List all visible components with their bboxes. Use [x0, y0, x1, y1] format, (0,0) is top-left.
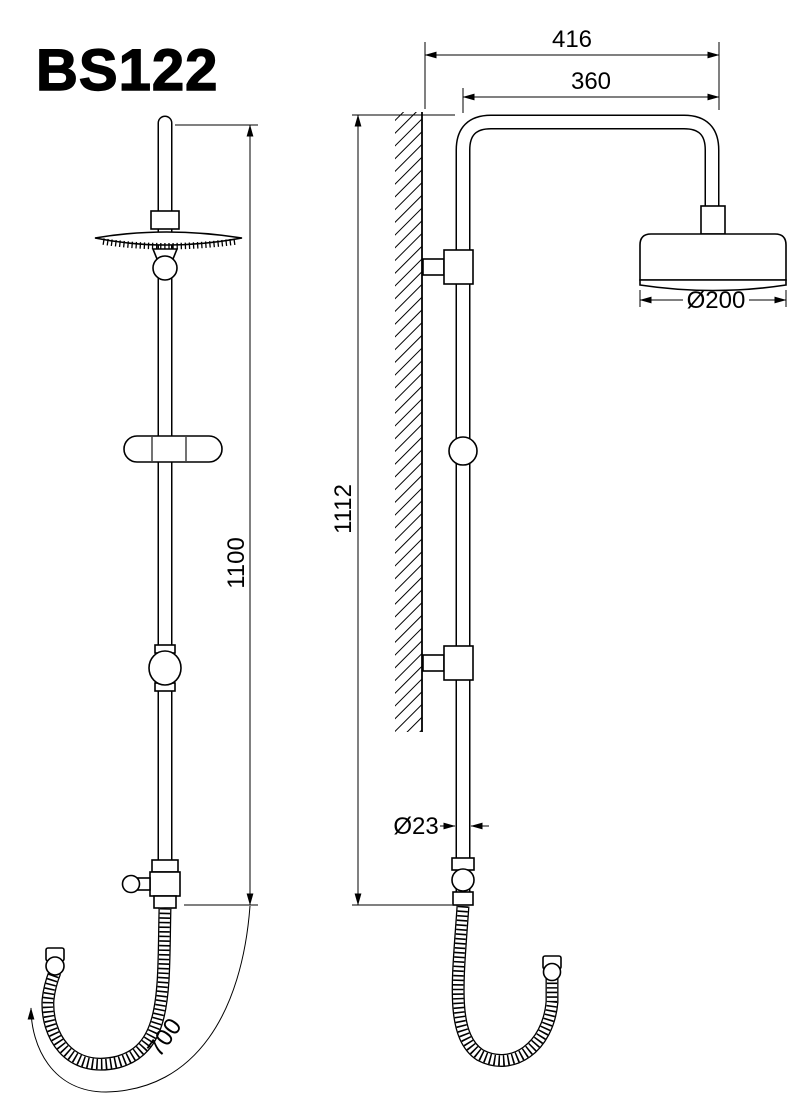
knob-ball [148, 650, 182, 686]
bracket-block [443, 249, 474, 285]
front-slider-holder [123, 435, 223, 463]
holder-body [123, 435, 223, 463]
front-slider-knob [148, 644, 182, 692]
dimension-curve [27, 905, 251, 1093]
diverter-hose-nut [452, 891, 474, 906]
dimension-label-diameter-200: Ø200 [687, 287, 746, 314]
hose-core [42, 907, 171, 1070]
dimension-1112: 1112 [330, 114, 455, 906]
dimension-416: 416 [424, 26, 720, 110]
head-connector-side [700, 205, 726, 235]
side-view: 416 360 Ø200 1112 Ø23 [330, 26, 787, 1067]
head-connector [150, 210, 180, 230]
dimension-label-360: 360 [571, 68, 611, 95]
side-lower-wall-bracket [422, 645, 474, 681]
side-hose [451, 905, 562, 1067]
dimension-label-1100: 1100 [223, 537, 250, 589]
hose-end-fitting [542, 962, 562, 982]
diverter-handle-knob [121, 874, 141, 894]
head-body-side [639, 233, 787, 281]
side-column-pipe [457, 116, 718, 901]
diverter-valve [451, 868, 475, 892]
dimension-23: Ø23 [393, 813, 489, 840]
dimension-label-416: 416 [552, 26, 592, 53]
dimension-label-1112: 1112 [330, 484, 357, 534]
side-upper-wall-bracket [422, 249, 474, 285]
diverter-body [149, 871, 181, 897]
bracket-block [443, 645, 474, 681]
hose-braiding [452, 905, 558, 1066]
front-hose [41, 907, 172, 1071]
dimension-1100: 1100 [175, 124, 258, 906]
side-diverter [451, 857, 475, 906]
dimension-360: 360 [462, 68, 720, 113]
head-ball-joint [152, 255, 178, 281]
bracket-stub [422, 654, 445, 672]
diverter-collar [151, 859, 179, 873]
dimension-label-700: 700 [142, 1014, 187, 1062]
bracket-stub [422, 258, 445, 276]
wall-hatching [395, 112, 422, 732]
side-shower-head [639, 205, 787, 292]
diverter-hose-nut [153, 895, 177, 909]
hose-end-fitting [45, 956, 65, 976]
model-number: BS122 [36, 38, 218, 103]
front-diverter [121, 859, 181, 909]
dimension-200: Ø200 [639, 287, 787, 314]
front-view: 1100 700 [27, 115, 258, 1093]
dimension-700: 700 [27, 905, 251, 1093]
side-slider-knob [448, 436, 478, 466]
front-shower-head [94, 210, 243, 281]
dimension-label-diameter-23: Ø23 [393, 813, 438, 840]
head-face-side [639, 279, 787, 292]
